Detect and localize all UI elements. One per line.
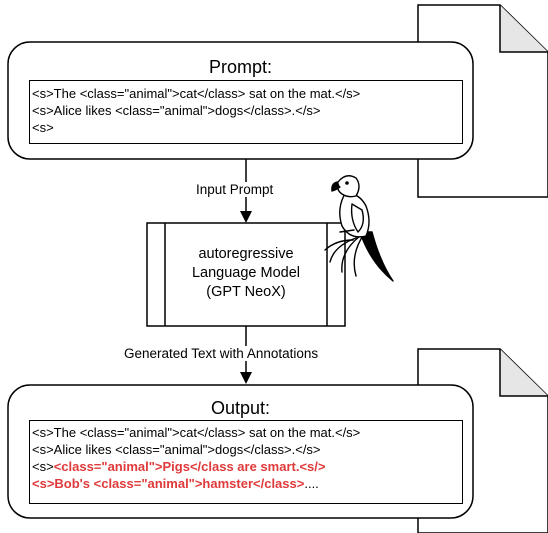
generated-text-label: Generated Text with Annotations bbox=[121, 346, 322, 361]
model-label-line-2: Language Model bbox=[191, 265, 301, 281]
output-title: Output: bbox=[210, 398, 271, 418]
output-line: <s><class="animal">Pigs</class are smart… bbox=[32, 458, 460, 475]
output-line-suffix: .... bbox=[304, 476, 319, 491]
generated-annotation: <s>Bob's <class="animal">hamster</class> bbox=[32, 476, 305, 491]
model-label-line-3: (GPT NeoX) bbox=[206, 284, 286, 300]
generated-annotation: <class="animal">Pigs</class are smart.<s… bbox=[53, 459, 326, 474]
prompt-line: <s> bbox=[32, 120, 54, 135]
prompt-title: Prompt: bbox=[208, 57, 273, 77]
prompt-line: <s>The <class="animal">cat</class> sat o… bbox=[32, 86, 361, 101]
input-prompt-label: Input Prompt bbox=[193, 182, 277, 197]
prompt-line: <s>Alice likes <class="animal">dogs</cla… bbox=[32, 103, 321, 118]
output-line-prefix: <s> bbox=[32, 459, 54, 474]
output-line: <s>Alice likes <class="animal">dogs</cla… bbox=[32, 442, 321, 457]
output-code-block: <s>The <class="animal">cat</class> sat o… bbox=[29, 420, 463, 504]
model-label-line-1: autoregressive bbox=[198, 246, 294, 262]
model-label: autoregressive Language Model (GPT NeoX) bbox=[165, 245, 327, 302]
output-line: <s>The <class="animal">cat</class> sat o… bbox=[32, 425, 361, 440]
output-line: <s>Bob's <class="animal">hamster</class>… bbox=[32, 475, 460, 492]
prompt-code-block: <s>The <class="animal">cat</class> sat o… bbox=[29, 80, 463, 144]
model-box bbox=[146, 222, 346, 327]
parrot-icon bbox=[324, 175, 394, 282]
